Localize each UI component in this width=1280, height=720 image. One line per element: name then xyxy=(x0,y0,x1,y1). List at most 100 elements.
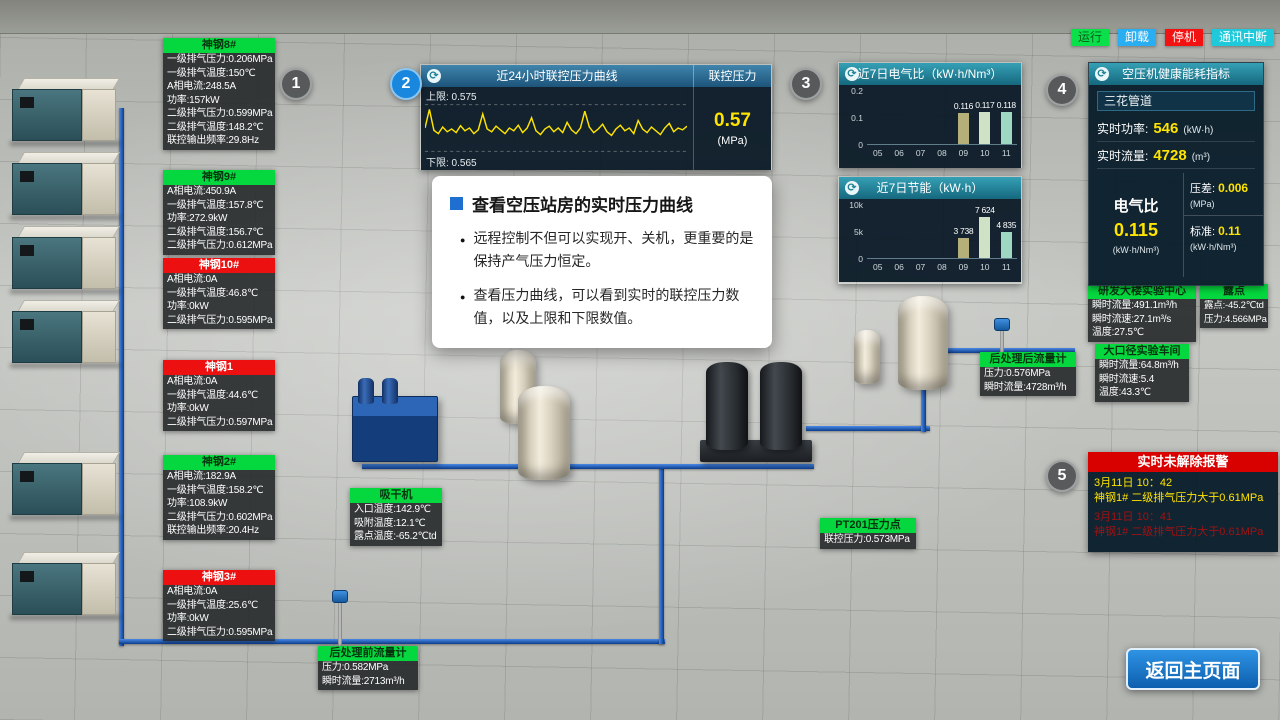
step-badge-4[interactable]: 4 xyxy=(1046,74,1078,106)
y-tick: 5k xyxy=(854,227,863,237)
data-row: 露点:-45.2℃td xyxy=(1204,300,1264,311)
data-row: 二级排气压力:0.595MPa xyxy=(167,626,273,638)
ratio-value: 0.115 xyxy=(1113,220,1159,240)
step-badge-1[interactable]: 1 xyxy=(280,68,312,100)
pipeline-select[interactable]: 三花管道 xyxy=(1097,91,1255,111)
bar xyxy=(979,112,991,144)
pt201-panel: PT201压力点 联控压力:0.573MPa xyxy=(820,518,916,549)
bar xyxy=(1000,112,1012,144)
data-row: 温度:43.3℃ xyxy=(1099,387,1151,398)
bullet-square-icon xyxy=(450,197,463,210)
data-row: 瞬时流量:491.1m³/h xyxy=(1092,300,1178,311)
bar-value-label: 3 738 xyxy=(953,226,974,236)
x-tick: 06 xyxy=(894,148,904,158)
status-bar: 运行卸载停机通讯中断 xyxy=(1062,28,1274,46)
step-badge-2[interactable]: 2 xyxy=(390,68,422,100)
data-row: 功率:272.9kW xyxy=(167,213,228,224)
tooltip-bullet: 远程控制不但可以实现开、关机，更重要的是保持产气压力恒定。 xyxy=(473,230,754,270)
bar xyxy=(957,113,969,144)
dryer-cylinder xyxy=(382,378,398,404)
pipe xyxy=(119,108,124,646)
air-tank xyxy=(854,330,880,384)
y-tick: 0 xyxy=(858,140,863,150)
compressor-machine xyxy=(10,226,121,294)
tooltip-bullet: 查看压力曲线，可以看到实时的联控压力数值，以及上限和下限数值。 xyxy=(473,287,740,327)
step-badge-3[interactable]: 3 xyxy=(790,68,822,100)
data-row: 一级排气压力:0.206MPa xyxy=(167,54,273,65)
data-row: 压力:0.582MPa xyxy=(322,662,389,673)
diff-label: 压差: xyxy=(1190,183,1216,195)
bar-value-label: 0.117 xyxy=(975,100,995,110)
flow-label: 实时流量: xyxy=(1097,149,1149,163)
alarm-title: 实时未解除报警 xyxy=(1088,452,1278,472)
data-row: 一级排气温度:46.8℃ xyxy=(167,287,259,299)
data-row: 功率:0kW xyxy=(167,403,209,414)
data-row: 二级排气压力:0.602MPa xyxy=(167,511,273,523)
compressor-machine xyxy=(10,452,121,520)
pressure-chart-panel: ⟳ 近24小时联控压力曲线 联控压力 上限: 0.575 下限: 0.565 0… xyxy=(420,64,772,170)
air-tank xyxy=(518,386,570,480)
back-to-main-button[interactable]: 返回主页面 xyxy=(1126,648,1260,690)
status-button[interactable]: 停机 xyxy=(1164,29,1203,46)
bullet-dot-icon: ● xyxy=(460,235,466,245)
compressor-machine xyxy=(10,152,121,220)
compressor-machine xyxy=(10,78,121,146)
upper-limit-label: 上限: 0.575 xyxy=(426,92,477,103)
y-tick: 0 xyxy=(858,254,863,264)
data-row: 露点温度:-65.2℃td xyxy=(354,531,437,542)
power-value: 546 xyxy=(1153,120,1179,137)
clock-icon: ⟳ xyxy=(845,181,859,195)
pre-flowmeter-panel: 后处理前流量计 压力:0.582MPa 瞬时流量:2713m³/h xyxy=(318,646,418,690)
data-row: 压力:0.576MPa xyxy=(984,368,1051,379)
compressor-name: 神钢3# xyxy=(163,570,275,585)
pipe xyxy=(923,348,1075,353)
data-row: 二级排气压力:0.597MPa xyxy=(167,416,273,428)
data-row: 温度:27.5℃ xyxy=(1092,327,1144,338)
lower-limit-label: 下限: 0.565 xyxy=(426,158,477,169)
data-row: 联控输出频率:20.4Hz xyxy=(167,525,259,536)
data-row: A相电流:0A xyxy=(167,274,218,285)
data-row: 入口温度:142.9℃ xyxy=(354,504,431,515)
panel-title: 露点 xyxy=(1200,284,1268,299)
panel-title: 研发大楼实验中心 xyxy=(1088,284,1196,299)
x-tick: 06 xyxy=(894,262,904,272)
status-button[interactable]: 通讯中断 xyxy=(1211,29,1274,46)
flow-value: 4728 xyxy=(1153,147,1187,164)
data-row: 二级排气压力:0.612MPa xyxy=(167,240,273,251)
status-button[interactable]: 卸载 xyxy=(1117,29,1156,46)
panel-title: 空压机健康能耗指标 xyxy=(1121,67,1230,81)
data-row: 功率:0kW xyxy=(167,301,209,312)
panel-title: 吸干机 xyxy=(350,488,442,503)
step-badge-5[interactable]: 5 xyxy=(1046,460,1078,492)
data-row: 瞬时流量:2713m³/h xyxy=(322,675,405,687)
compressor-machine xyxy=(10,552,121,620)
panel-title: 后处理前流量计 xyxy=(318,646,418,661)
bar-value-label: 0.116 xyxy=(953,101,973,111)
x-tick: 10 xyxy=(980,148,990,158)
air-tank xyxy=(898,296,948,390)
status-button[interactable]: 运行 xyxy=(1070,29,1109,46)
compressor-machine xyxy=(10,300,121,368)
bar-value-label: 0.118 xyxy=(996,100,1016,110)
chart-title: 近7日电气比（kW·h/Nm³） xyxy=(857,67,1003,81)
x-tick: 07 xyxy=(915,262,926,272)
data-row: 二级排气压力:0.595MPa xyxy=(167,314,273,326)
y-tick: 0.1 xyxy=(851,113,863,123)
dryer-cylinder xyxy=(358,378,374,404)
x-tick: 05 xyxy=(872,148,883,158)
bar xyxy=(1000,232,1012,258)
y-tick: 0.2 xyxy=(851,86,863,96)
power-label: 实时功率: xyxy=(1097,122,1149,136)
x-tick: 11 xyxy=(1001,262,1011,272)
data-row: 压力:4.566MPa xyxy=(1204,313,1267,325)
flow-unit: (m³) xyxy=(1191,152,1211,163)
data-row: 功率:157kW xyxy=(167,94,220,106)
data-row: 一级排气温度:158.2℃ xyxy=(167,484,264,496)
data-row: 一级排气温度:157.8℃ xyxy=(167,199,264,211)
adsorption-tower xyxy=(760,362,802,450)
